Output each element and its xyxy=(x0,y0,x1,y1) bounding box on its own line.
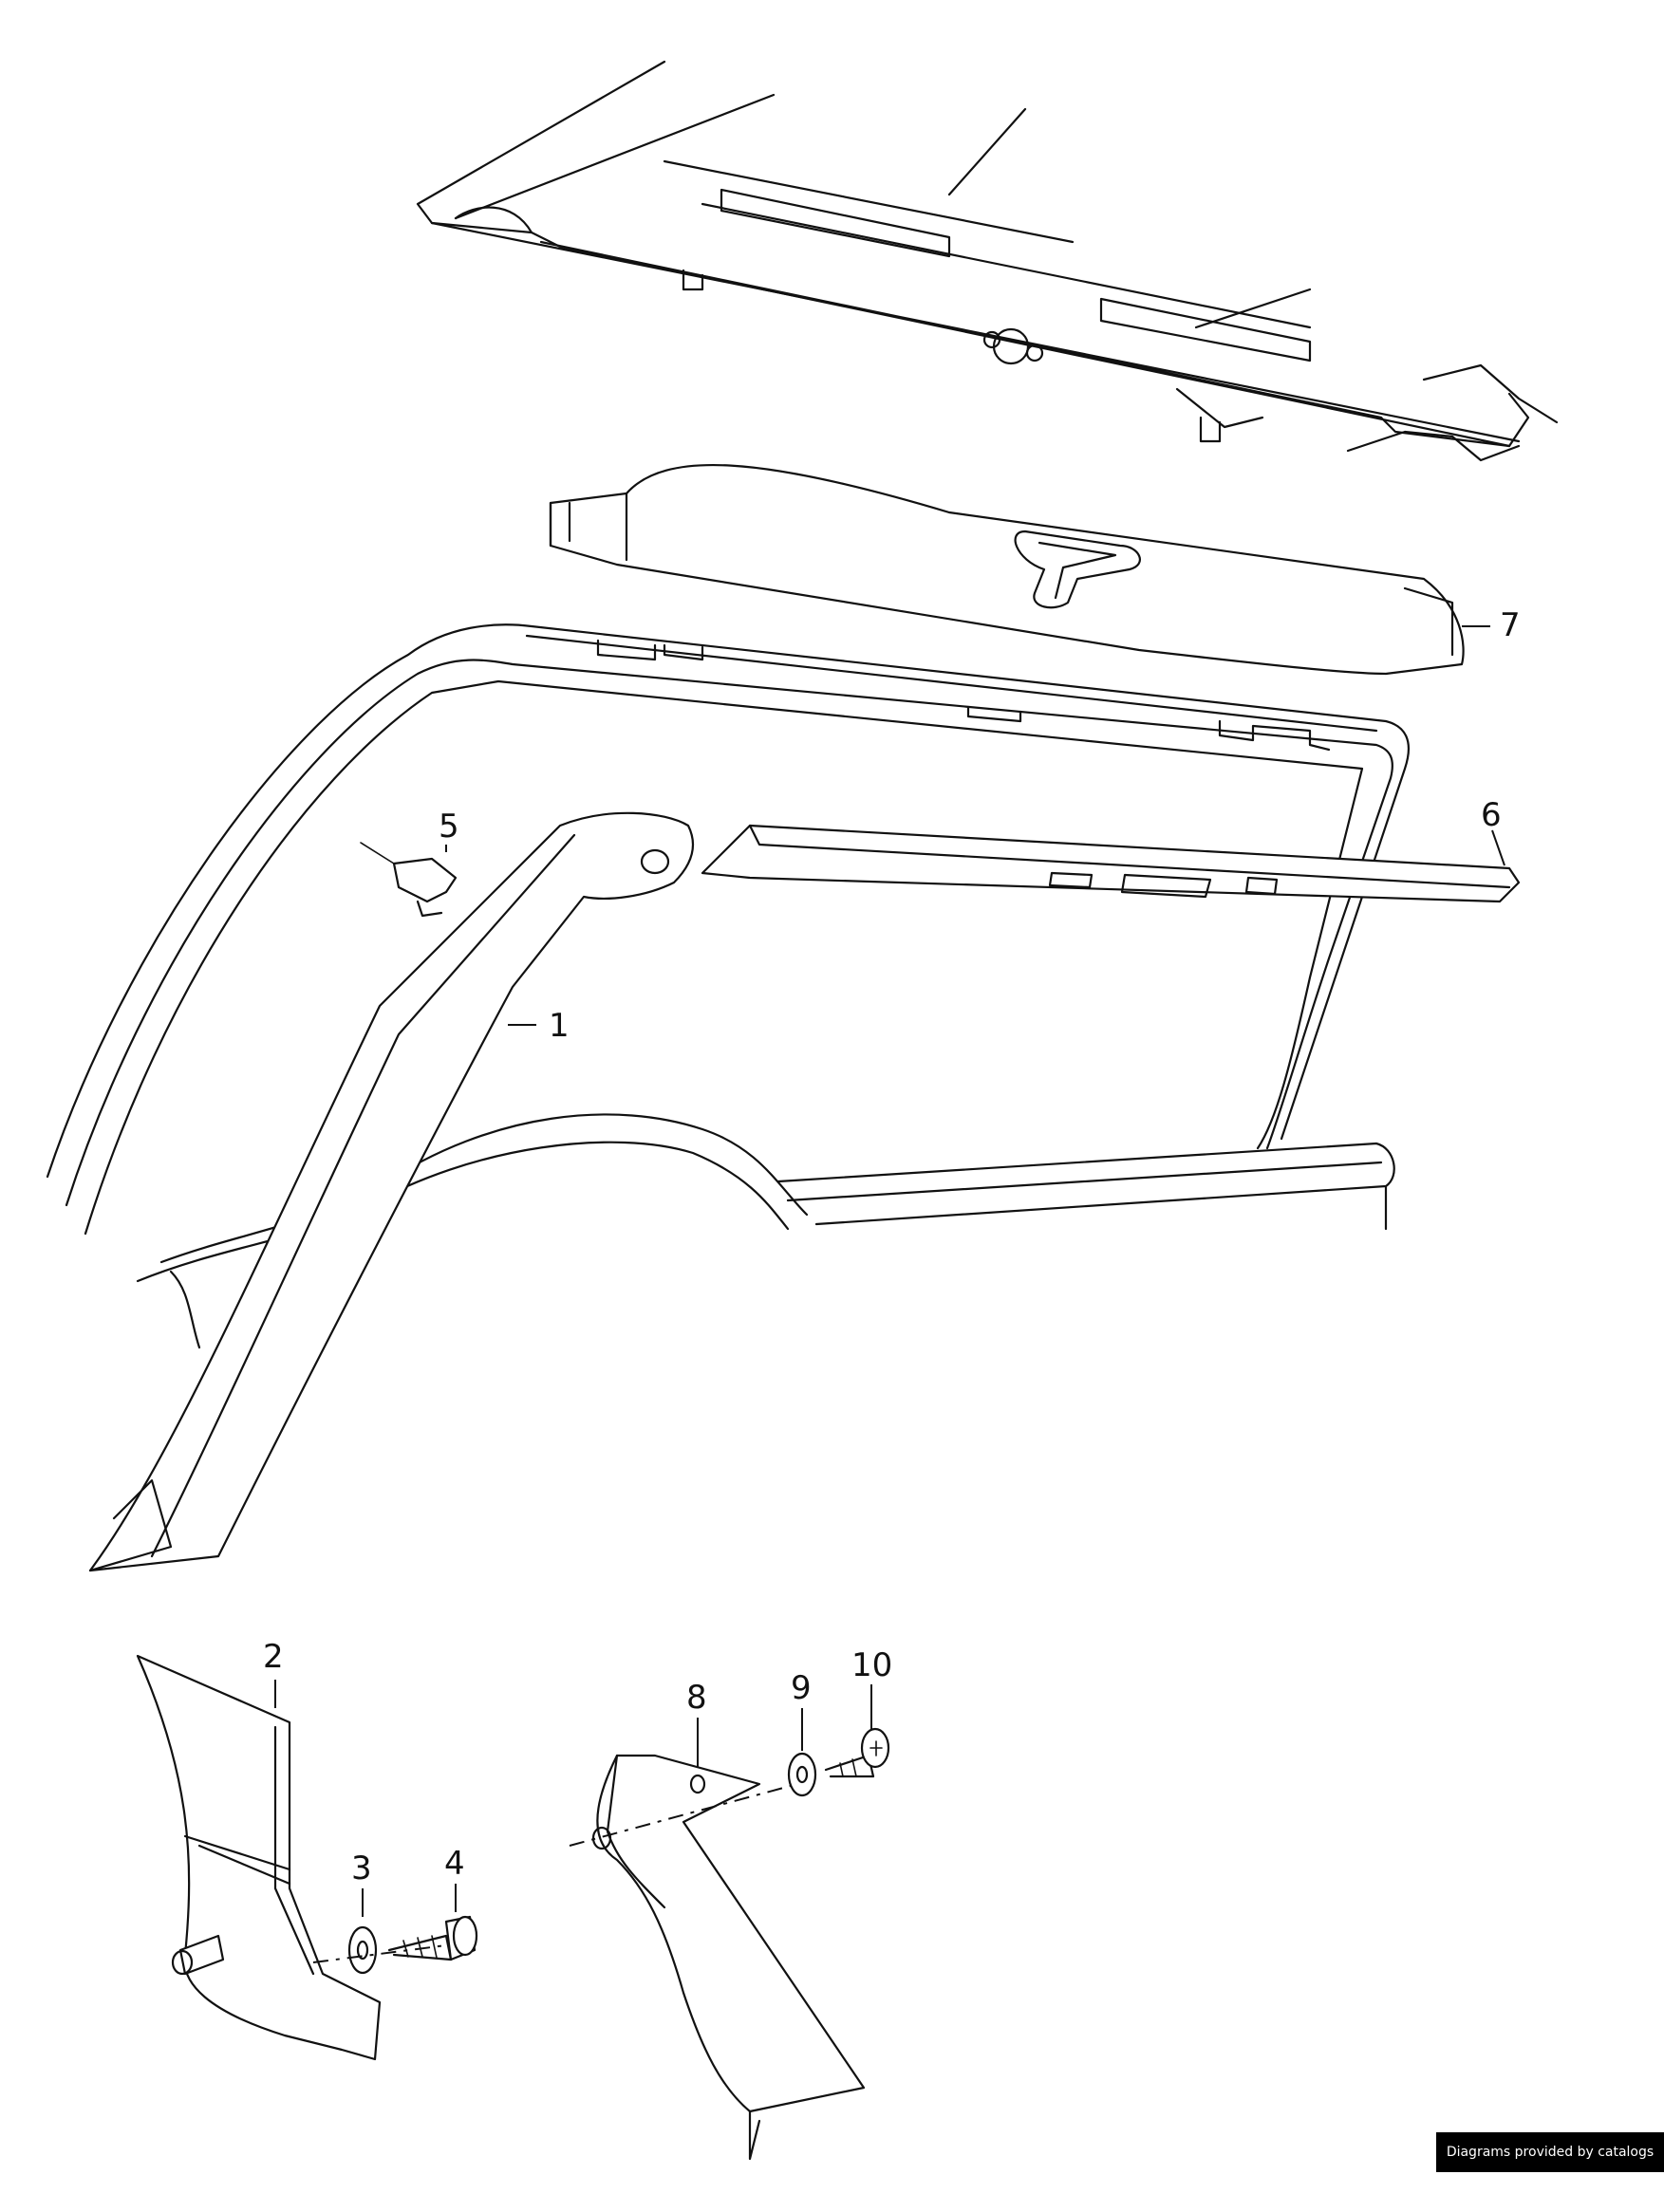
callout-10: 10 xyxy=(851,1646,892,1684)
callout-2: 2 xyxy=(263,1638,284,1676)
credit-badge: Diagrams provided by catalogs parts xyxy=(1436,2132,1664,2200)
part-2-axis-line xyxy=(312,1944,447,1963)
body-side xyxy=(136,1113,1395,1349)
part-1-pillar-trim xyxy=(88,811,695,1572)
part-8-axis-line xyxy=(569,1783,798,1847)
part-10-screw xyxy=(824,1727,890,1778)
callout-1: 1 xyxy=(549,1007,570,1045)
callout-9: 9 xyxy=(791,1669,812,1707)
callout-3: 3 xyxy=(351,1850,372,1887)
part-7-visor xyxy=(549,463,1465,676)
callout-7: 7 xyxy=(1500,606,1521,644)
leader-lines xyxy=(274,625,1505,1917)
callout-5: 5 xyxy=(439,808,459,846)
part-5-clip xyxy=(360,842,458,918)
roof-frame xyxy=(416,60,1559,462)
part-3-washer xyxy=(347,1925,378,1975)
callout-6: 6 xyxy=(1481,796,1502,834)
part-6-grab-strip xyxy=(701,824,1521,903)
part-2-lower-trim xyxy=(136,1654,382,2061)
part-9-washer xyxy=(787,1752,817,1797)
part-8-kick-panel xyxy=(591,1754,866,2161)
part-4-screw xyxy=(387,1915,478,1961)
callout-4: 4 xyxy=(444,1845,465,1883)
window-frame xyxy=(46,623,1410,1236)
callout-8: 8 xyxy=(686,1679,707,1717)
